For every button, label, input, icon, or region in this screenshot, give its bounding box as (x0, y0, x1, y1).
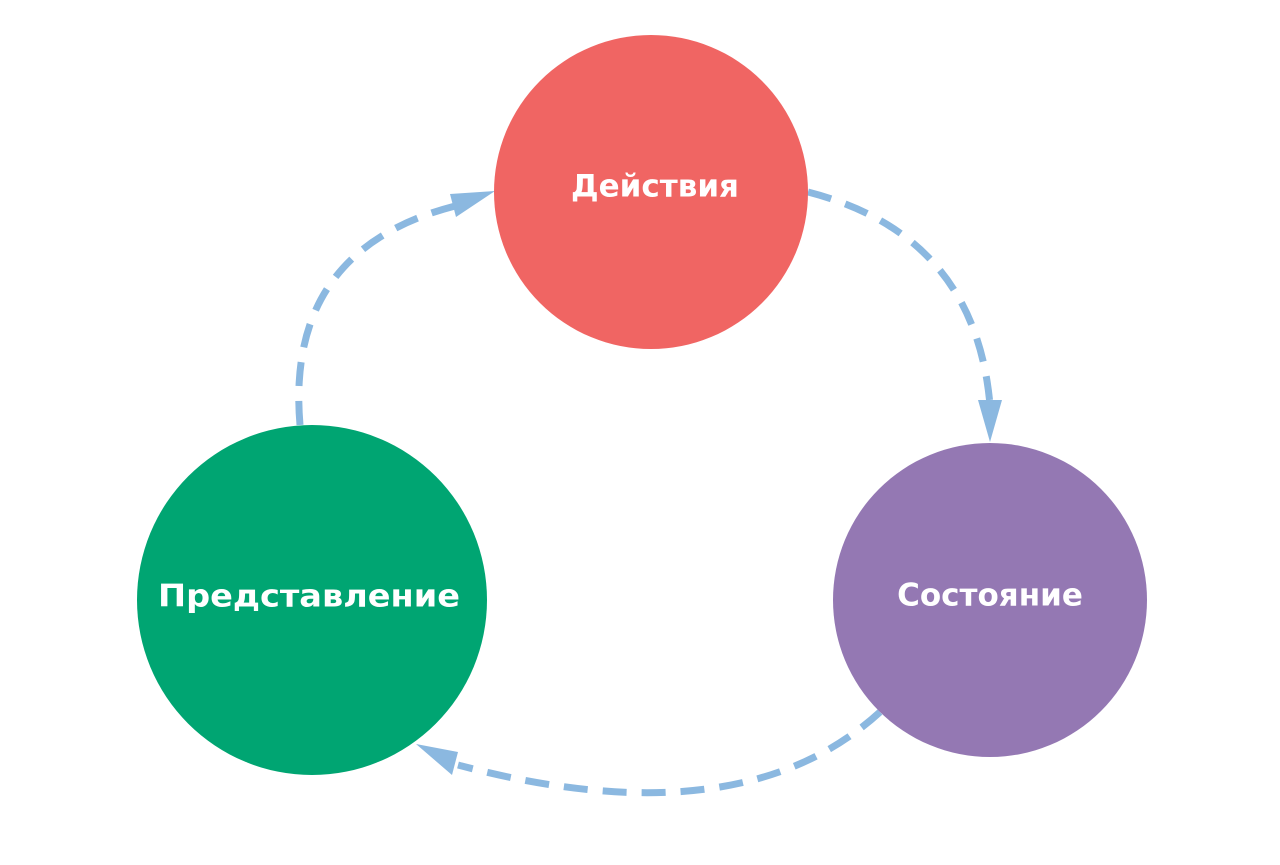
connector-state-to-view (416, 709, 883, 797)
connector-state-to-view-line (457, 709, 883, 797)
node-actions-circle (494, 35, 808, 349)
node-state-circle (833, 443, 1147, 757)
node-view-circle (137, 425, 487, 775)
node-actions: Действия (494, 35, 808, 349)
connector-view-to-actions-line (295, 202, 456, 426)
arrowhead-right-icon (450, 191, 495, 217)
connector-actions-to-state (807, 188, 1002, 442)
connector-view-to-actions (295, 191, 495, 426)
connector-actions-to-state-line (807, 188, 994, 406)
node-actions-label: Действия (571, 169, 739, 205)
node-state-label: Состояние (897, 578, 1083, 614)
node-view-label: Представление (158, 579, 460, 615)
node-view: Представление (137, 425, 487, 775)
arrowhead-left-icon (416, 744, 458, 775)
arrowhead-down-icon (978, 400, 1002, 442)
node-state: Состояние (833, 443, 1147, 757)
